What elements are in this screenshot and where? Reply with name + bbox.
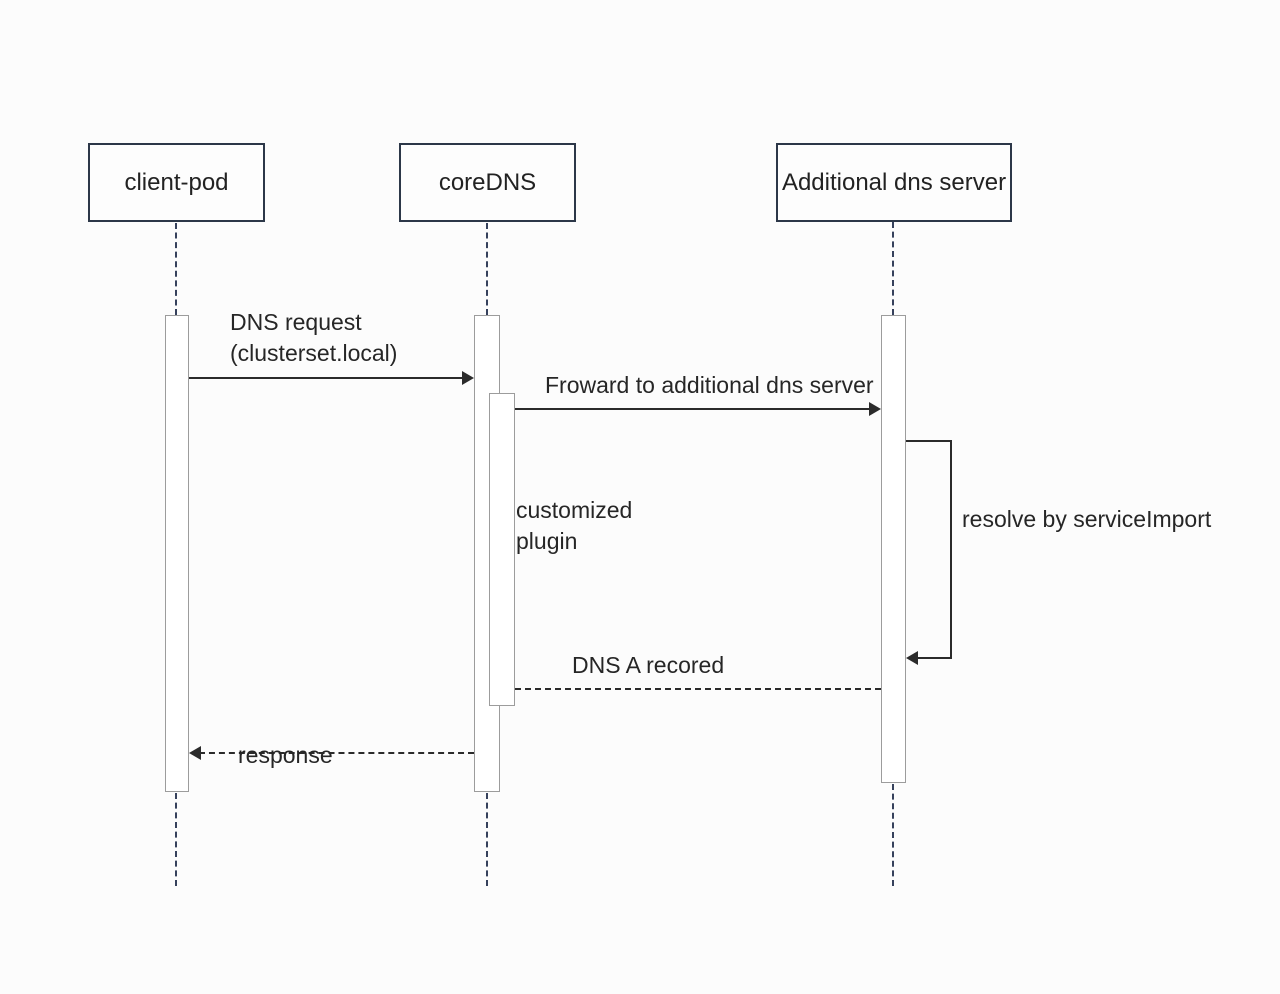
message-label-resolve: resolve by serviceImport (962, 506, 1212, 532)
message-label-dns-request: DNS request (clusterset.local) (230, 307, 397, 369)
participant-label-additional-dns-server: Additional dns server (781, 168, 1007, 196)
self-loop-top-line (906, 440, 952, 442)
message-label-dns-request-line2: (clusterset.local) (230, 340, 398, 366)
lifeline-additional-dns-upper (892, 222, 894, 315)
arrowhead-self-loop (906, 651, 918, 665)
participant-label-coredns: coreDNS (438, 168, 537, 196)
message-line-dns-request (189, 377, 465, 379)
message-label-forward: Froward to additional dns server (545, 372, 874, 398)
arrowhead-response (189, 746, 201, 760)
lifeline-client-pod-upper (175, 223, 177, 315)
participant-box-additional-dns-server: Additional dns server (776, 143, 1012, 222)
activation-bar-additional-dns (881, 315, 906, 783)
self-loop-bottom-line (917, 657, 952, 659)
participant-box-client-pod: client-pod (88, 143, 265, 222)
participant-label-client-pod: client-pod (124, 168, 229, 196)
participant-box-coredns: coreDNS (399, 143, 576, 222)
arrowhead-forward (869, 402, 881, 416)
message-line-forward (515, 408, 872, 410)
message-label-dns-a-record: DNS A recored (572, 652, 725, 678)
lifeline-coredns-lower (486, 793, 488, 886)
self-loop-right-line (950, 440, 952, 659)
activation-bar-client-pod (165, 315, 189, 792)
lifeline-client-pod-lower (175, 793, 177, 886)
activation-bar-coredns-plugin (489, 393, 515, 706)
arrowhead-dns-request (462, 371, 474, 385)
activation-label-customized-plugin: customized plugin (516, 497, 633, 554)
lifeline-additional-dns-lower (892, 784, 894, 886)
lifeline-coredns-upper (486, 223, 488, 315)
message-line-response (199, 752, 474, 754)
message-label-dns-request-line1: DNS request (230, 309, 362, 335)
message-line-dns-a-record (515, 688, 881, 690)
message-label-response: response (238, 742, 333, 768)
